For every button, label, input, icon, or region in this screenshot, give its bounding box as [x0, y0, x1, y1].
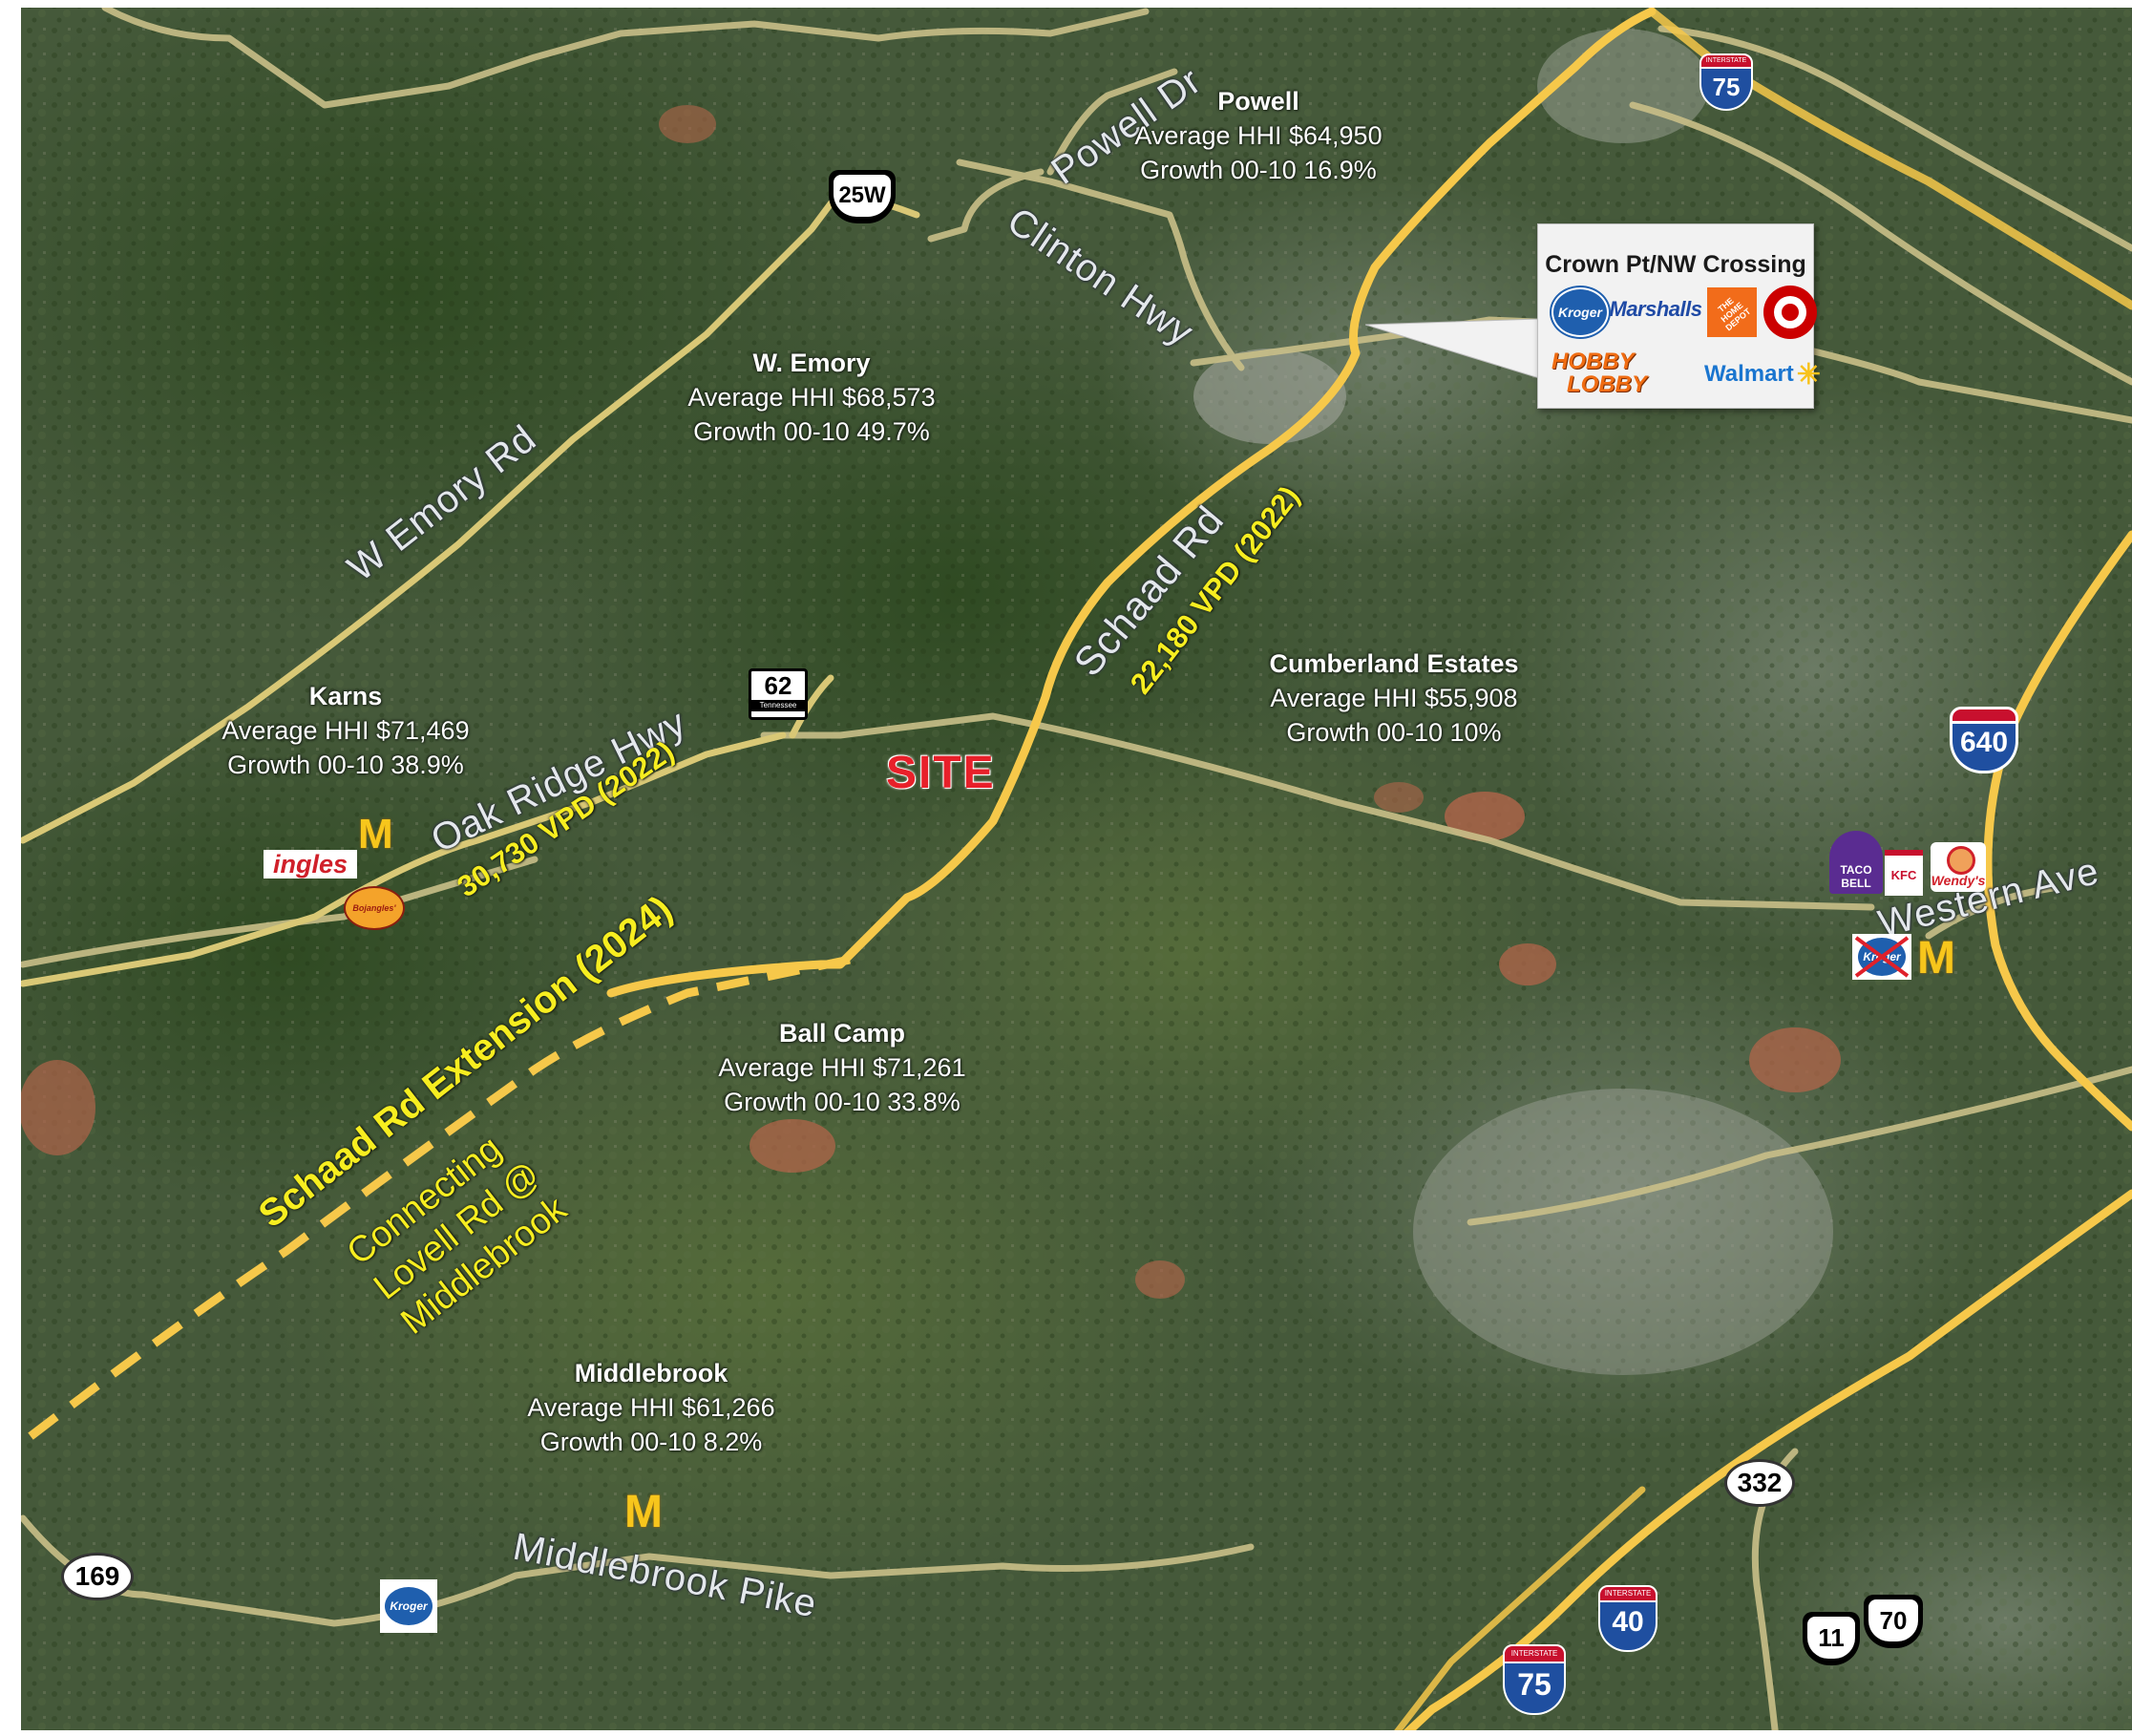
- area-ball-camp: Ball Camp Average HHI $71,261 Growth 00-…: [718, 1016, 965, 1119]
- i-75-shield-top: INTERSTATE 75: [1699, 53, 1753, 111]
- area-hhi: Average HHI $71,469: [222, 716, 470, 745]
- tn-62-shield: 62 Tennessee: [749, 668, 808, 720]
- us-70-shield-inner: 70: [1868, 1599, 1918, 1641]
- clearing: [1445, 792, 1525, 841]
- i-75-bottom-blue: 75: [1503, 1663, 1566, 1715]
- area-name: Middlebrook: [574, 1359, 728, 1387]
- area-karns: Karns Average HHI $71,469 Growth 00-10 3…: [222, 679, 469, 782]
- ingles-logo: ingles: [264, 850, 357, 879]
- i-640-blue: 640: [1950, 724, 2018, 773]
- kroger-logo-middlebrook-badge: Kroger: [385, 1587, 433, 1625]
- bojangles-logo: Bojangles': [344, 886, 405, 930]
- mcdonalds-logo-middlebrook: M: [624, 1487, 663, 1537]
- clearing: [749, 1119, 835, 1173]
- urban-area: [1537, 29, 1709, 143]
- kfc-logo: KFC: [1885, 850, 1923, 896]
- clearing: [19, 1060, 95, 1155]
- hobby-lobby-logo: HOBBY LOBBY: [1552, 350, 1676, 400]
- i-40-red: INTERSTATE: [1598, 1585, 1657, 1602]
- us-70-shield: 70: [1864, 1595, 1923, 1648]
- i-40-shield: INTERSTATE 40: [1598, 1585, 1657, 1652]
- target-icon: [1763, 286, 1817, 339]
- bojangles-logo-text: Bojangles': [352, 903, 396, 913]
- us-11-shield: 11: [1803, 1612, 1860, 1665]
- hobby-lobby-line2: LOBBY: [1567, 371, 1647, 397]
- wendys-logo-text: Wendy's: [1931, 873, 1986, 888]
- kroger-logo-middlebrook: Kroger: [380, 1579, 437, 1633]
- closed-cross-icon: [1854, 936, 1910, 978]
- retail-callout: Crown Pt/NW Crossing Kroger Marshalls TH…: [1537, 223, 1821, 409]
- clearing: [1374, 782, 1424, 813]
- tn-62-number: 62: [764, 671, 792, 700]
- frame-top: [0, 0, 2132, 8]
- i-75-top-red: INTERSTATE: [1699, 53, 1753, 69]
- homedepot-logo-text: THE HOME DEPOT: [1716, 295, 1753, 333]
- i-640-red: [1950, 707, 2018, 724]
- walmart-logo-text: Walmart: [1704, 361, 1794, 387]
- taco-bell-line1: TACO: [1840, 863, 1872, 877]
- area-hhi: Average HHI $55,908: [1270, 684, 1518, 712]
- area-growth: Growth 00-10 10%: [1286, 718, 1502, 747]
- i-75-top-blue: 75: [1699, 69, 1753, 111]
- frame-bottom: [0, 1730, 2132, 1736]
- i-640-shield: 640: [1950, 707, 2018, 775]
- kroger-closed-logo: Kroger: [1852, 934, 1911, 980]
- hobby-lobby-line1: HOBBY: [1552, 349, 1635, 374]
- marshalls-logo: Marshalls: [1609, 295, 1703, 324]
- area-hhi: Average HHI $71,261: [718, 1053, 966, 1082]
- area-name: Cumberland Estates: [1269, 649, 1519, 678]
- area-cumberland-estates: Cumberland Estates Average HHI $55,908 G…: [1269, 646, 1518, 750]
- area-powell: Powell Average HHI $64,950 Growth 00-10 …: [1134, 84, 1382, 187]
- tn-62-sub: Tennessee: [751, 700, 805, 711]
- area-growth: Growth 00-10 38.9%: [227, 751, 464, 779]
- kroger-logo: Kroger: [1552, 287, 1609, 337]
- area-name: Powell: [1217, 87, 1299, 116]
- homedepot-logo: THE HOME DEPOT: [1707, 287, 1757, 337]
- area-growth: Growth 00-10 8.2%: [539, 1428, 763, 1456]
- clearing: [1135, 1260, 1185, 1299]
- callout-title: Crown Pt/NW Crossing: [1545, 251, 1806, 278]
- walmart-spark-icon: ✳: [1796, 358, 1821, 391]
- wendys-face-icon: [1947, 846, 1975, 875]
- walmart-logo: Walmart ✳: [1704, 356, 1832, 392]
- clearing: [1499, 943, 1556, 985]
- clearing: [659, 105, 716, 143]
- area-name: Ball Camp: [778, 1019, 906, 1048]
- mcdonalds-logo-karns: M: [358, 811, 393, 857]
- area-w-emory: W. Emory Average HHI $68,573 Growth 00-1…: [687, 346, 935, 449]
- callout-pointer: [1365, 318, 1540, 379]
- area-middlebrook: Middlebrook Average HHI $61,266 Growth 0…: [527, 1356, 774, 1459]
- tn-169-shield: 169: [61, 1553, 134, 1600]
- area-growth: Growth 00-10 49.7%: [693, 417, 930, 446]
- area-hhi: Average HHI $61,266: [527, 1393, 775, 1422]
- schaad-extension-line: [11, 955, 851, 1453]
- marshalls-logo-text: Marshalls: [1609, 297, 1703, 321]
- taco-bell-logo: TACO BELL: [1829, 831, 1883, 894]
- us-11-shield-inner: 11: [1807, 1617, 1855, 1659]
- wendys-logo: Wendy's: [1931, 842, 1986, 892]
- clearing: [1749, 1027, 1841, 1092]
- tn-332-shield: 332: [1724, 1459, 1795, 1507]
- area-hhi: Average HHI $68,573: [687, 383, 936, 412]
- area-name: W. Emory: [752, 349, 871, 377]
- us-25w-shield-inner: 25W: [834, 175, 891, 217]
- i-75-shield-bottom: INTERSTATE 75: [1503, 1644, 1566, 1715]
- site-label: SITE: [886, 748, 996, 798]
- us-25w-shield: 25W: [829, 170, 896, 223]
- kroger-logo-text: Kroger: [1558, 305, 1602, 320]
- area-growth: Growth 00-10 33.8%: [724, 1088, 960, 1116]
- frame-left: [0, 0, 21, 1736]
- mcdonalds-logo-western: M: [1917, 933, 1955, 984]
- urban-area: [1413, 1089, 1833, 1375]
- area-name: Karns: [308, 682, 383, 710]
- area-growth: Growth 00-10 16.9%: [1140, 156, 1377, 184]
- taco-bell-line2: BELL: [1841, 877, 1871, 890]
- area-hhi: Average HHI $64,950: [1134, 121, 1383, 150]
- i-40-blue: 40: [1598, 1602, 1657, 1652]
- i-75-bottom-red: INTERSTATE: [1503, 1644, 1566, 1663]
